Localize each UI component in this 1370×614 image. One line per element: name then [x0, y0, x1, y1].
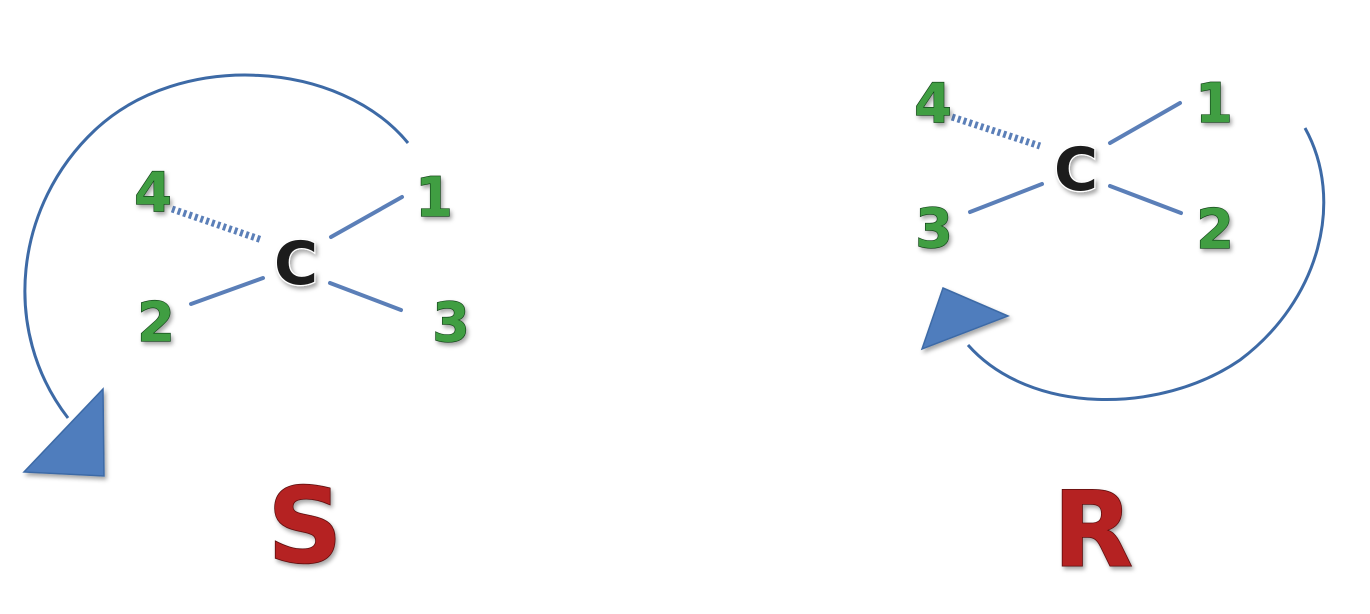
left-substituent-1: 1: [415, 166, 453, 229]
left-arrowhead: [22, 387, 105, 477]
left-carbon-label: C: [274, 229, 318, 299]
right-arrowhead: [920, 286, 1010, 351]
right-bond-3: [968, 182, 1044, 214]
right-bond-2: [1108, 184, 1183, 215]
left-substituent-3: 3: [432, 291, 470, 354]
left-bond-4-hashed: [170, 205, 264, 244]
right-molecule: C 1 2 3 4 R: [914, 71, 1326, 592]
right-substituent-1: 1: [1195, 72, 1233, 135]
left-bond-3: [328, 281, 403, 312]
right-substituent-2: 2: [1196, 198, 1234, 261]
left-bond-1: [329, 195, 404, 239]
right-carbon-label: C: [1054, 135, 1098, 205]
right-substituent-4: 4: [914, 72, 952, 135]
right-configuration-label: R: [1053, 469, 1133, 591]
right-rotation-arc: [966, 127, 1326, 401]
left-configuration-label: S: [268, 465, 343, 587]
left-rotation-arc: [23, 73, 410, 419]
left-substituent-4: 4: [134, 161, 172, 224]
right-bond-1: [1108, 101, 1182, 145]
left-molecule: C 1 2 3 4 S: [22, 73, 470, 588]
right-substituent-3: 3: [915, 197, 953, 260]
right-bond-4-hashed: [950, 113, 1042, 150]
left-substituent-2: 2: [137, 291, 175, 354]
left-bond-2: [189, 276, 265, 306]
